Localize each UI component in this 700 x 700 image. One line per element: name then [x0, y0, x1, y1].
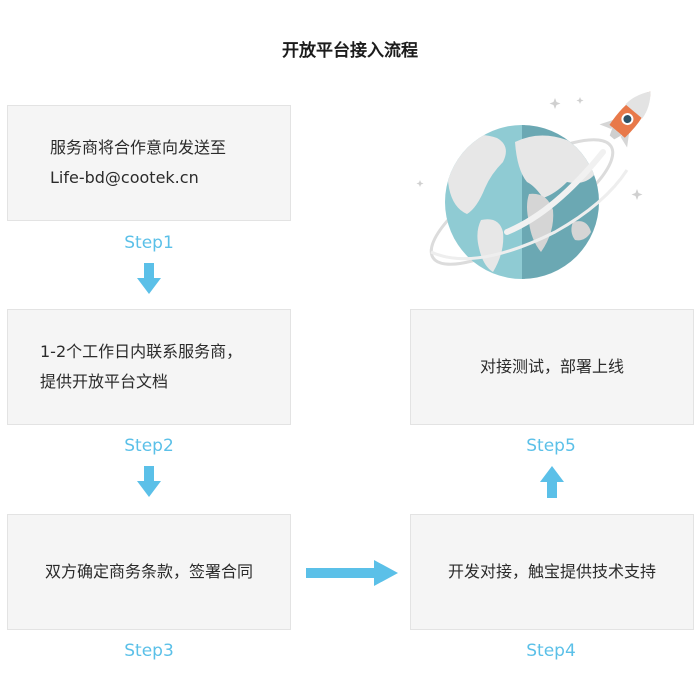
step1-label: Step1	[124, 233, 174, 253]
arrow-up-icon	[540, 466, 564, 498]
step1-line1: 服务商将合作意向发送至	[50, 138, 227, 157]
arrow-right-icon	[306, 560, 398, 586]
step2-box: 1-2个工作日内联系服务商， 提供开放平台文档	[7, 309, 291, 425]
step2-label: Step2	[124, 436, 174, 456]
step1-line2: Life-bd@cootek.cn	[50, 168, 199, 187]
step4-label: Step4	[526, 641, 576, 661]
step4-text: 开发对接，触宝提供技术支持	[447, 562, 656, 581]
step5-text: 对接测试，部署上线	[479, 357, 624, 376]
step3-text: 双方确定商务条款，签署合同	[44, 562, 253, 581]
globe-rocket-icon	[416, 91, 651, 279]
arrow-down-icon	[137, 466, 161, 497]
arrow-down-icon	[137, 263, 161, 294]
step4-box: 开发对接，触宝提供技术支持	[410, 514, 694, 630]
step2-line1: 1-2个工作日内联系服务商，	[40, 342, 243, 361]
star-icons	[416, 97, 643, 200]
step3-box: 双方确定商务条款，签署合同	[7, 514, 291, 630]
step5-label: Step5	[526, 436, 576, 456]
step2-line2: 提供开放平台文档	[40, 372, 169, 391]
step3-label: Step3	[124, 641, 174, 661]
step5-box: 对接测试，部署上线	[410, 309, 694, 425]
step1-box: 服务商将合作意向发送至 Life-bd@cootek.cn	[7, 105, 291, 221]
page-title: 开放平台接入流程	[282, 41, 418, 61]
